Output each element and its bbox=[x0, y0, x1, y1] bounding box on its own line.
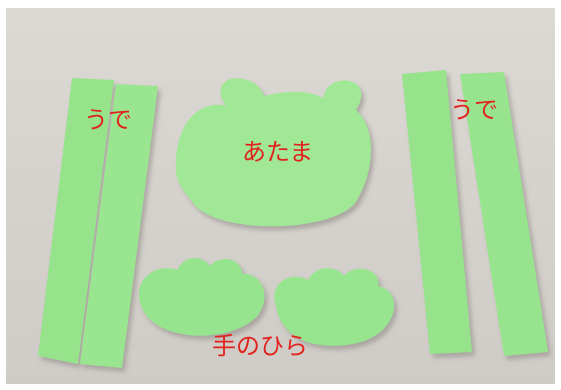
craft-paper-photo bbox=[6, 8, 555, 384]
right-arm-strip-1 bbox=[402, 70, 472, 354]
frog-head-shape bbox=[175, 78, 371, 227]
right-arm-strip-2 bbox=[460, 72, 548, 356]
palms-label: 手のひら bbox=[212, 332, 308, 360]
right-arm-label: うで bbox=[450, 96, 498, 124]
right-palm-shape bbox=[274, 268, 395, 346]
head-label: あたま bbox=[242, 138, 314, 166]
left-arm-label: うで bbox=[84, 106, 132, 134]
left-arm-strip-1 bbox=[38, 78, 114, 364]
left-arm-strip-2 bbox=[80, 84, 158, 368]
left-palm-shape bbox=[138, 258, 265, 336]
